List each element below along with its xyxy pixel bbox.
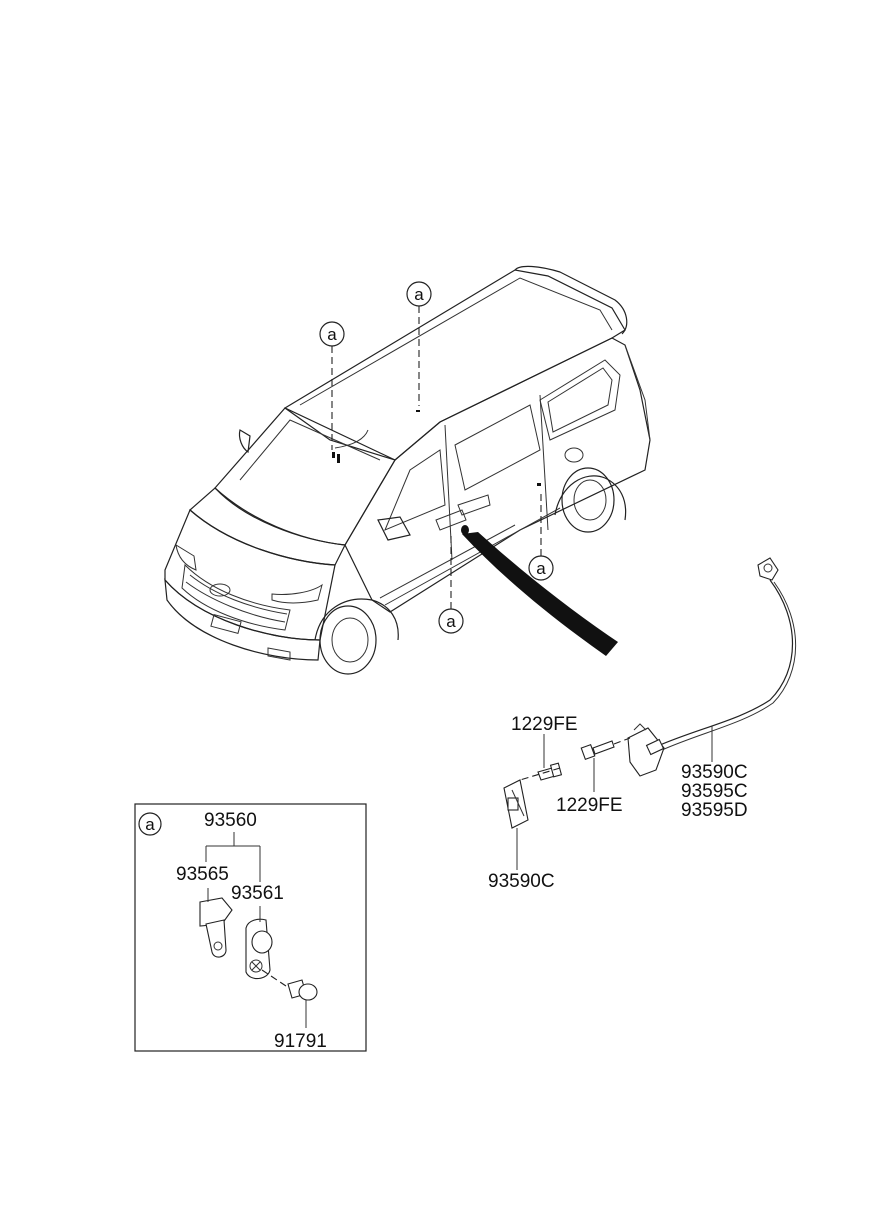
screw-91791 [261, 969, 318, 1028]
label-harness-right-1: 93590C [681, 762, 748, 783]
label-screw: 91791 [274, 1031, 327, 1052]
detail-callout-label: a [145, 815, 155, 834]
van-illustration [164, 265, 651, 675]
detail-box: a 93560 93565 93561 91791 [134, 803, 367, 1052]
label-harness-right-2: 93595C [681, 781, 748, 802]
label-bolt-mid: 1229FE [556, 795, 623, 816]
label-harness-left: 93590C [488, 871, 555, 892]
bolt-top [537, 762, 563, 781]
label-switch: 93565 [176, 864, 229, 885]
label-harness-right-3: 93595D [681, 800, 748, 821]
label-cap: 93561 [231, 883, 284, 904]
callout-marker-4: a [438, 532, 464, 634]
switch-cap [245, 906, 273, 980]
label-bolt-top: 1229FE [511, 714, 578, 735]
callout-label: a [536, 559, 546, 578]
detail-wedge [462, 532, 618, 656]
door-switch [199, 888, 233, 958]
callout-label: a [327, 325, 337, 344]
callout-label: a [414, 285, 424, 304]
callout-label: a [446, 612, 456, 631]
callout-marker-2: a [406, 281, 432, 406]
callout-marker-1: a [319, 321, 345, 450]
callout-marker-3: a [528, 490, 554, 581]
wiring-harness [627, 557, 797, 777]
label-assembly: 93560 [204, 810, 257, 831]
bolt-mid [580, 740, 615, 761]
bracket-93590c [503, 779, 529, 829]
